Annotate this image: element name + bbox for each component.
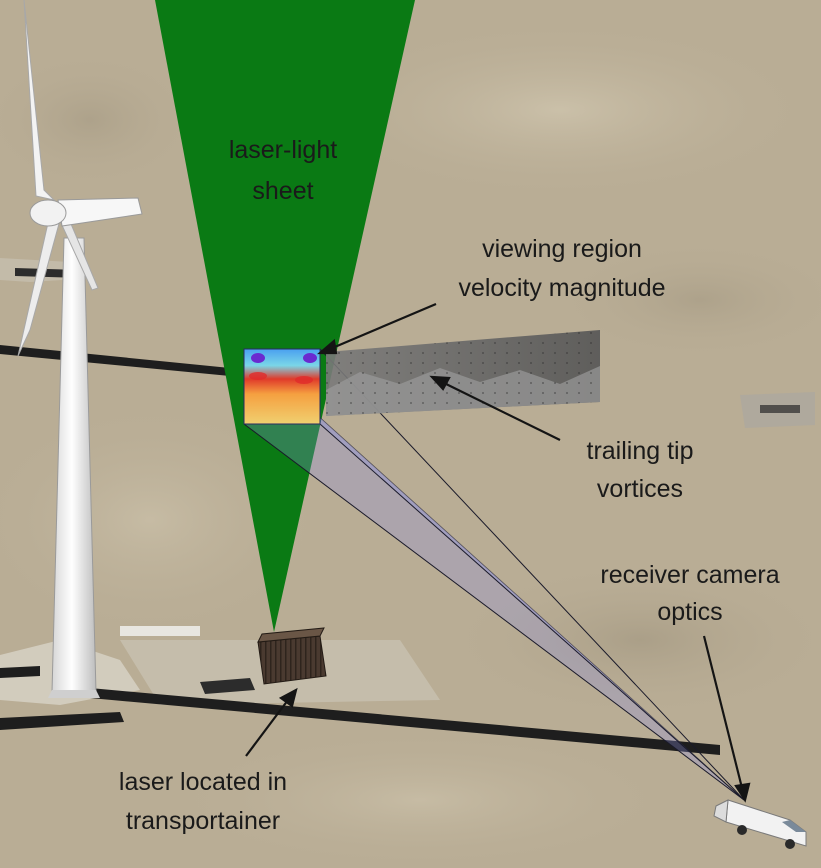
labels: laser-light sheet viewing region velocit…	[119, 136, 780, 835]
arrow-receiver-optics	[702, 635, 744, 789]
wind-turbine	[17, 0, 143, 698]
camera-beam	[243, 348, 745, 801]
label-laser-sheet-2: sheet	[252, 177, 313, 205]
label-laser-location-2: transportainer	[126, 807, 280, 835]
velocity-magnitude-field	[243, 348, 321, 425]
laser-light-sheet	[155, 0, 415, 632]
arrow-laser-location	[245, 699, 289, 757]
label-receiver-1: receiver camera	[600, 561, 779, 589]
label-trailing-1: trailing tip	[587, 437, 694, 465]
transportainer	[257, 627, 327, 685]
label-laser-sheet-1: laser-light	[229, 136, 337, 164]
label-receiver-2: optics	[657, 598, 722, 626]
callout-arrows	[245, 302, 751, 803]
label-viewing-region-1: viewing region	[482, 235, 642, 263]
receiver-van	[713, 799, 807, 849]
arrow-viewing-region	[329, 302, 437, 351]
label-trailing-2: vortices	[597, 475, 683, 503]
label-laser-location-1: laser located in	[119, 768, 287, 796]
label-viewing-region-2: velocity magnitude	[458, 274, 665, 302]
arrow-trailing-vortices	[441, 381, 561, 441]
trailing-vortices-panel	[326, 330, 600, 416]
